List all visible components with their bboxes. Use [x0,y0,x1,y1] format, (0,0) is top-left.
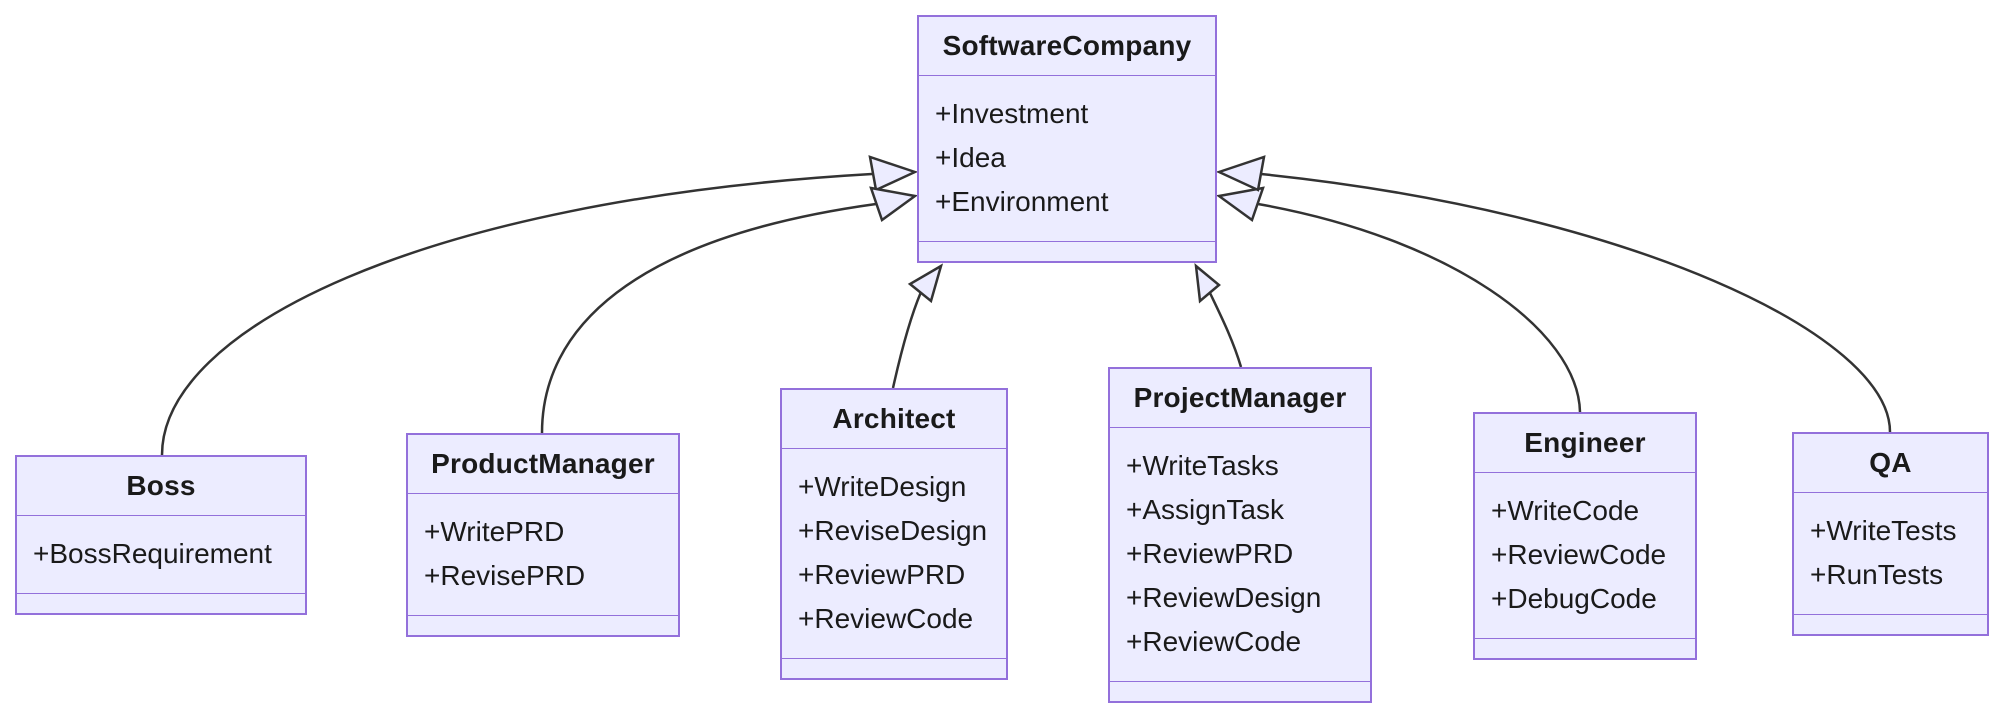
inheritance-arrowhead-projectmanager [1194,263,1221,304]
class-member: +Idea [935,142,1006,173]
class-methods-empty [919,241,1215,261]
class-member: +WritePRD [424,516,565,547]
class-members: +BossRequirement [17,515,305,593]
class-member: +Investment [935,98,1089,129]
class-methods-empty [1110,681,1370,701]
class-title: Boss [126,470,196,501]
class-member: +WriteCode [1491,495,1640,526]
inheritance-edge-architect-softwarecompany [891,291,923,389]
class-member: +BossRequirement [33,538,272,569]
class-member: +ReviewPRD [798,559,966,590]
inheritance-arrowhead-boss [868,155,919,192]
class-methods-empty [782,658,1006,678]
class-node-qa: QA +WriteTests +RunTests [1792,432,1989,636]
class-title: SoftwareCompany [942,30,1192,61]
inheritance-arrowhead-productmanager [869,186,919,223]
class-title: ProductManager [431,448,655,479]
class-member: +ReviewPRD [1126,538,1294,569]
class-member: +DebugCode [1491,583,1657,614]
class-node-projectmanager: ProjectManager +WriteTasks +AssignTask +… [1108,367,1372,703]
class-title: ProjectManager [1133,382,1347,413]
inheritance-arrowhead-engineer [1215,186,1265,223]
class-methods-empty [1475,638,1695,658]
class-members: +WritePRD +RevisePRD [408,493,678,615]
class-members: +WriteCode +ReviewCode +DebugCode [1475,472,1695,638]
class-title: QA [1869,447,1912,478]
class-title: Engineer [1524,427,1646,458]
inheritance-arrowhead-architect [907,263,944,304]
class-node-softwarecompany: SoftwareCompany +Investment +Idea +Envir… [917,15,1217,263]
inheritance-edge-projectmanager-softwarecompany [1208,292,1243,368]
inheritance-edge-productmanager-softwarecompany [540,202,877,434]
class-member: +ReviseDesign [798,515,988,546]
class-methods-empty [1794,614,1987,634]
class-members: +WriteTests +RunTests [1794,492,1987,614]
class-node-architect: Architect +WriteDesign +ReviseDesign +Re… [780,388,1008,680]
class-members: +WriteDesign +ReviseDesign +ReviewPRD +R… [782,448,1006,658]
class-member: +ReviewCode [1491,539,1667,570]
class-member: +ReviewCode [1126,626,1302,657]
class-title: Architect [832,403,956,434]
class-member: +WriteTasks [1126,450,1279,481]
class-member: +ReviewDesign [1126,582,1322,613]
class-member: +ReviewCode [798,603,974,634]
class-members: +Investment +Idea +Environment [919,75,1215,241]
inheritance-edge-engineer-softwarecompany [1257,202,1582,413]
class-member: +Environment [935,186,1109,217]
class-member: +WriteDesign [798,471,967,502]
class-methods-empty [408,615,678,635]
inheritance-edge-qa-softwarecompany [1260,172,1892,433]
class-member: +RunTests [1810,559,1944,590]
class-member: +AssignTask [1126,494,1284,525]
class-node-boss: Boss +BossRequirement [15,455,307,615]
class-node-productmanager: ProductManager +WritePRD +RevisePRD [406,433,680,637]
inheritance-edge-boss-softwarecompany [160,172,873,456]
class-node-engineer: Engineer +WriteCode +ReviewCode +DebugCo… [1473,412,1697,660]
inheritance-arrowhead-qa [1215,155,1266,192]
class-members: +WriteTasks +AssignTask +ReviewPRD +Revi… [1110,427,1370,681]
class-member: +RevisePRD [424,560,586,591]
class-member: +WriteTests [1810,515,1957,546]
class-methods-empty [17,593,305,613]
